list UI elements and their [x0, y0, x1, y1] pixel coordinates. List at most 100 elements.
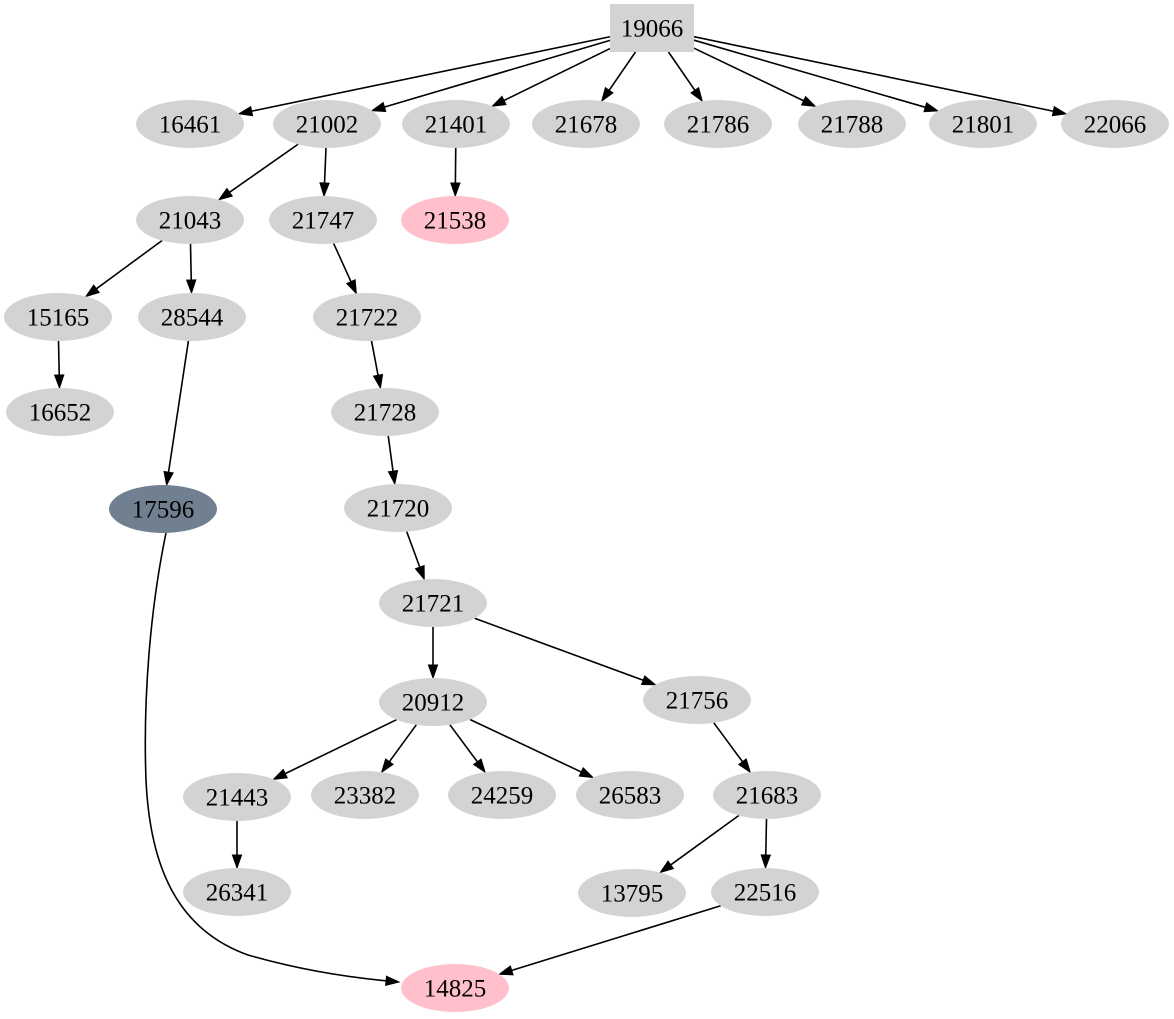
- node-ellipse-shape: [138, 293, 246, 341]
- graph-edge-21756-21683: [713, 722, 752, 774]
- node-ellipse-shape: [713, 771, 821, 819]
- node-box-shape: [610, 4, 694, 52]
- node-ellipse-shape: [109, 485, 217, 533]
- graph-edge-19066-21401: [490, 47, 611, 107]
- graph-node-26341: 26341: [183, 868, 291, 916]
- node-label: 21788: [821, 112, 884, 139]
- node-ellipse-shape: [331, 388, 439, 436]
- node-label: 22066: [1084, 112, 1147, 139]
- graph-node-21043: 21043: [136, 196, 244, 244]
- graph-node-16652: 16652: [6, 388, 114, 436]
- node-ellipse-shape: [311, 771, 419, 819]
- graph-node-24259: 24259: [448, 771, 556, 819]
- graph-edge-20912-26583: [469, 718, 595, 779]
- graph-edge-21002-21747: [319, 147, 330, 198]
- graph-edge-21728-21720: [387, 435, 399, 486]
- graph-node-21728: 21728: [331, 388, 439, 436]
- graph-node-17596: 17596: [109, 485, 217, 533]
- node-label: 21801: [952, 112, 1015, 139]
- node-ellipse-shape: [643, 676, 751, 724]
- node-ellipse-shape: [448, 771, 556, 819]
- graph-node-21683: 21683: [713, 771, 821, 819]
- node-ellipse-shape: [1061, 100, 1169, 148]
- node-ellipse-shape: [711, 868, 819, 916]
- graph-node-21788: 21788: [798, 100, 906, 148]
- graph-edge-21683-22516: [760, 818, 772, 870]
- edge-layer: [53, 35, 1068, 987]
- node-label: 21756: [666, 688, 729, 715]
- graph-edge-20912-21443: [272, 718, 397, 780]
- graph-node-21747: 21747: [269, 196, 377, 244]
- graph-edge-21043-28544: [185, 243, 197, 295]
- node-label: 15165: [27, 305, 90, 332]
- node-label: 21747: [292, 208, 355, 235]
- node-ellipse-shape: [269, 196, 377, 244]
- node-ellipse-shape: [578, 869, 686, 917]
- graph-edge-19066-21786: [667, 51, 704, 103]
- graph-node-21002: 21002: [273, 100, 381, 148]
- node-label: 21728: [354, 400, 417, 427]
- graph-edge-21747-21722: [332, 243, 357, 295]
- graph-node-21756: 21756: [643, 676, 751, 724]
- graph-edge-19066-21788: [693, 47, 817, 108]
- graph-node-28544: 28544: [138, 293, 246, 341]
- graph-node-20912: 20912: [379, 678, 487, 726]
- graph-node-23382: 23382: [311, 771, 419, 819]
- node-ellipse-shape: [532, 100, 640, 148]
- node-label: 21401: [425, 112, 488, 139]
- node-label: 21678: [555, 112, 618, 139]
- node-ellipse-shape: [576, 771, 684, 819]
- graph-node-19066: 19066: [610, 4, 694, 52]
- graph-edge-21443-26341: [231, 821, 243, 870]
- graph-edge-19066-21801: [693, 39, 940, 113]
- graph-edge-21683-13795: [658, 814, 740, 874]
- graph-edge-19066-21678: [600, 51, 637, 103]
- node-ellipse-shape: [401, 964, 509, 1012]
- graph-node-22066: 22066: [1061, 100, 1169, 148]
- node-ellipse-shape: [4, 293, 112, 341]
- node-ellipse-shape: [6, 388, 114, 436]
- graph-node-21801: 21801: [929, 100, 1037, 148]
- node-layer: 19066 16461 21002 21401 21678 21786 21788 21801…: [4, 4, 1169, 1012]
- graph-node-21678: 21678: [532, 100, 640, 148]
- node-ellipse-shape: [344, 484, 452, 532]
- node-ellipse-shape: [313, 293, 421, 341]
- graph-edge-21721-20912: [427, 627, 439, 680]
- graph-edge-21002-21043: [217, 143, 299, 201]
- graph-node-21721: 21721: [379, 579, 487, 627]
- node-label: 13795: [601, 881, 664, 908]
- graph-edge-15165-16652: [53, 340, 65, 390]
- graph-node-21401: 21401: [402, 100, 510, 148]
- node-label: 28544: [161, 305, 224, 332]
- node-label: 16652: [29, 400, 92, 427]
- node-label: 14825: [424, 976, 487, 1003]
- node-label: 23382: [334, 783, 397, 810]
- graph-edge-21401-21538: [450, 147, 461, 198]
- graph-node-21722: 21722: [313, 293, 421, 341]
- node-ellipse-shape: [664, 100, 772, 148]
- graph-node-13795: 13795: [578, 869, 686, 917]
- graph-node-15165: 15165: [4, 293, 112, 341]
- graph-edge-17596-14825: [144, 532, 401, 987]
- node-label: 16461: [159, 112, 222, 139]
- node-label: 21721: [402, 591, 465, 618]
- graph-edge-21721-21756: [474, 617, 657, 686]
- node-ellipse-shape: [273, 100, 381, 148]
- graph-node-21786: 21786: [664, 100, 772, 148]
- node-ellipse-shape: [136, 196, 244, 244]
- node-label: 21538: [424, 208, 487, 235]
- graph-node-21443: 21443: [183, 773, 291, 821]
- graph-edge-21043-15165: [84, 239, 163, 298]
- graph-node-26583: 26583: [576, 771, 684, 819]
- graph-edge-19066-22066: [693, 35, 1068, 117]
- graph-node-21720: 21720: [344, 484, 452, 532]
- graph-node-21538: 21538: [401, 196, 509, 244]
- graph-edge-19066-21002: [370, 39, 611, 112]
- graph-edge-20912-24259: [449, 724, 486, 774]
- node-label: 21002: [296, 112, 359, 139]
- node-label: 24259: [471, 783, 534, 810]
- node-label: 21786: [687, 112, 750, 139]
- node-ellipse-shape: [401, 196, 509, 244]
- node-label: 21722: [336, 305, 399, 332]
